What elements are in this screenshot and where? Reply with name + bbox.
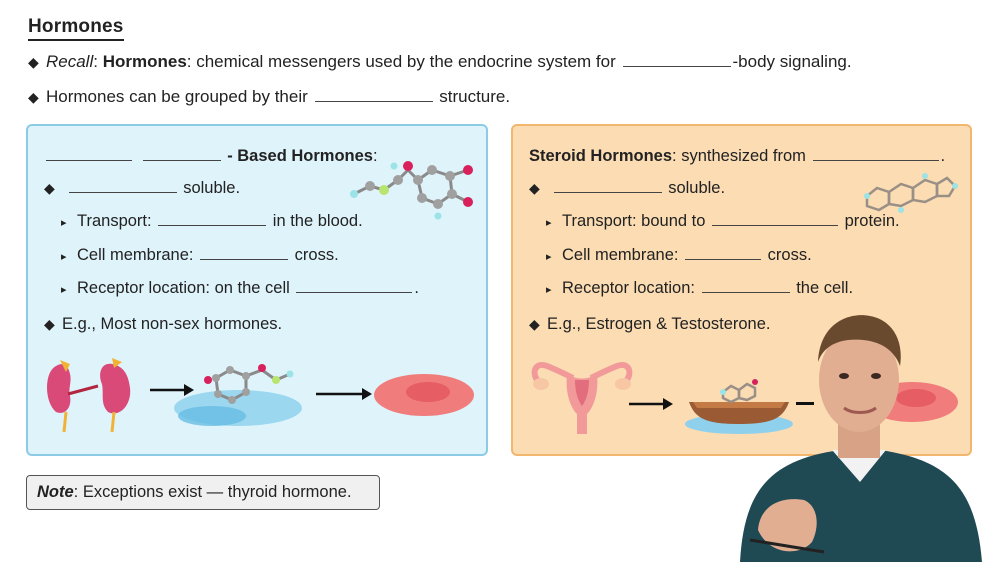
answer-blank xyxy=(158,224,267,226)
carrier-boat-icon xyxy=(685,379,793,434)
left-soluble-row: ◆ soluble. xyxy=(44,179,241,197)
diamond-bullet-icon: ◆ xyxy=(529,316,540,332)
presenter-hand xyxy=(758,499,817,552)
presenter-hair xyxy=(818,315,901,366)
answer-blank xyxy=(142,159,221,161)
answer-blank xyxy=(553,191,662,193)
intro-bullet-1: ◆Recall: Hormones: chemical messengers u… xyxy=(28,52,852,71)
diamond-bullet-icon: ◆ xyxy=(529,180,540,196)
triangle-bullet-icon: ▸ xyxy=(61,284,67,296)
answer-blank xyxy=(46,159,132,161)
answer-blank xyxy=(701,291,790,293)
intro-bullet-2: ◆Hormones can be grouped by their struct… xyxy=(28,87,511,106)
right-receptor-row: ▸Receptor location: the cell. xyxy=(546,279,854,297)
arrow-icon xyxy=(316,388,372,400)
tyrosine-molecule-icon xyxy=(350,161,473,220)
left-example-row: ◆E.g., Most non-sex hormones. xyxy=(44,315,283,333)
triangle-bullet-icon: ▸ xyxy=(546,251,552,263)
diamond-bullet-icon: ◆ xyxy=(28,54,39,70)
left-card-heading: - Based Hormones: xyxy=(44,147,378,166)
left-membrane-row: ▸Cell membrane: cross. xyxy=(61,246,339,264)
arrow-icon xyxy=(796,402,814,405)
triangle-bullet-icon: ▸ xyxy=(546,217,552,229)
note-box: Note: Exceptions exist — thyroid hormone… xyxy=(26,475,380,510)
presenter-face xyxy=(819,328,899,432)
right-membrane-row: ▸Cell membrane: cross. xyxy=(546,246,812,264)
triangle-bullet-icon: ▸ xyxy=(546,284,552,296)
diamond-bullet-icon: ◆ xyxy=(44,180,55,196)
right-soluble-row: ◆ soluble. xyxy=(529,179,726,197)
diamond-bullet-icon: ◆ xyxy=(28,89,39,105)
water-soluble-molecule-icon xyxy=(174,364,302,426)
kidney-icon xyxy=(47,358,131,433)
left-transport-row: ▸Transport: in the blood. xyxy=(61,212,363,230)
pen-icon xyxy=(749,538,825,554)
presenter-video xyxy=(740,315,982,562)
steroid-molecule-icon xyxy=(864,173,958,213)
right-example-row: ◆E.g., Estrogen & Testosterone. xyxy=(529,315,771,333)
triangle-bullet-icon: ▸ xyxy=(61,251,67,263)
diamond-bullet-icon: ◆ xyxy=(44,316,55,332)
answer-blank xyxy=(622,65,731,67)
triangle-bullet-icon: ▸ xyxy=(61,217,67,229)
right-card-heading: Steroid Hormones: synthesized from . xyxy=(529,147,946,165)
left-receptor-row: ▸Receptor location: on the cell . xyxy=(61,279,419,297)
amino-acid-hormones-card: - Based Hormones: ◆ soluble. ▸Transport:… xyxy=(26,124,488,456)
page-title: Hormones xyxy=(28,16,124,41)
cell-icon xyxy=(374,374,474,416)
answer-blank xyxy=(68,191,177,193)
arrow-icon xyxy=(629,398,673,410)
answer-blank xyxy=(812,159,939,161)
answer-blank xyxy=(314,100,433,102)
arrow-icon xyxy=(150,384,194,396)
right-transport-row: ▸Transport: bound to protein. xyxy=(546,212,900,230)
answer-blank xyxy=(200,258,289,260)
answer-blank xyxy=(685,258,762,260)
uterus-icon xyxy=(531,362,633,434)
answer-blank xyxy=(712,224,838,226)
answer-blank xyxy=(296,291,413,293)
